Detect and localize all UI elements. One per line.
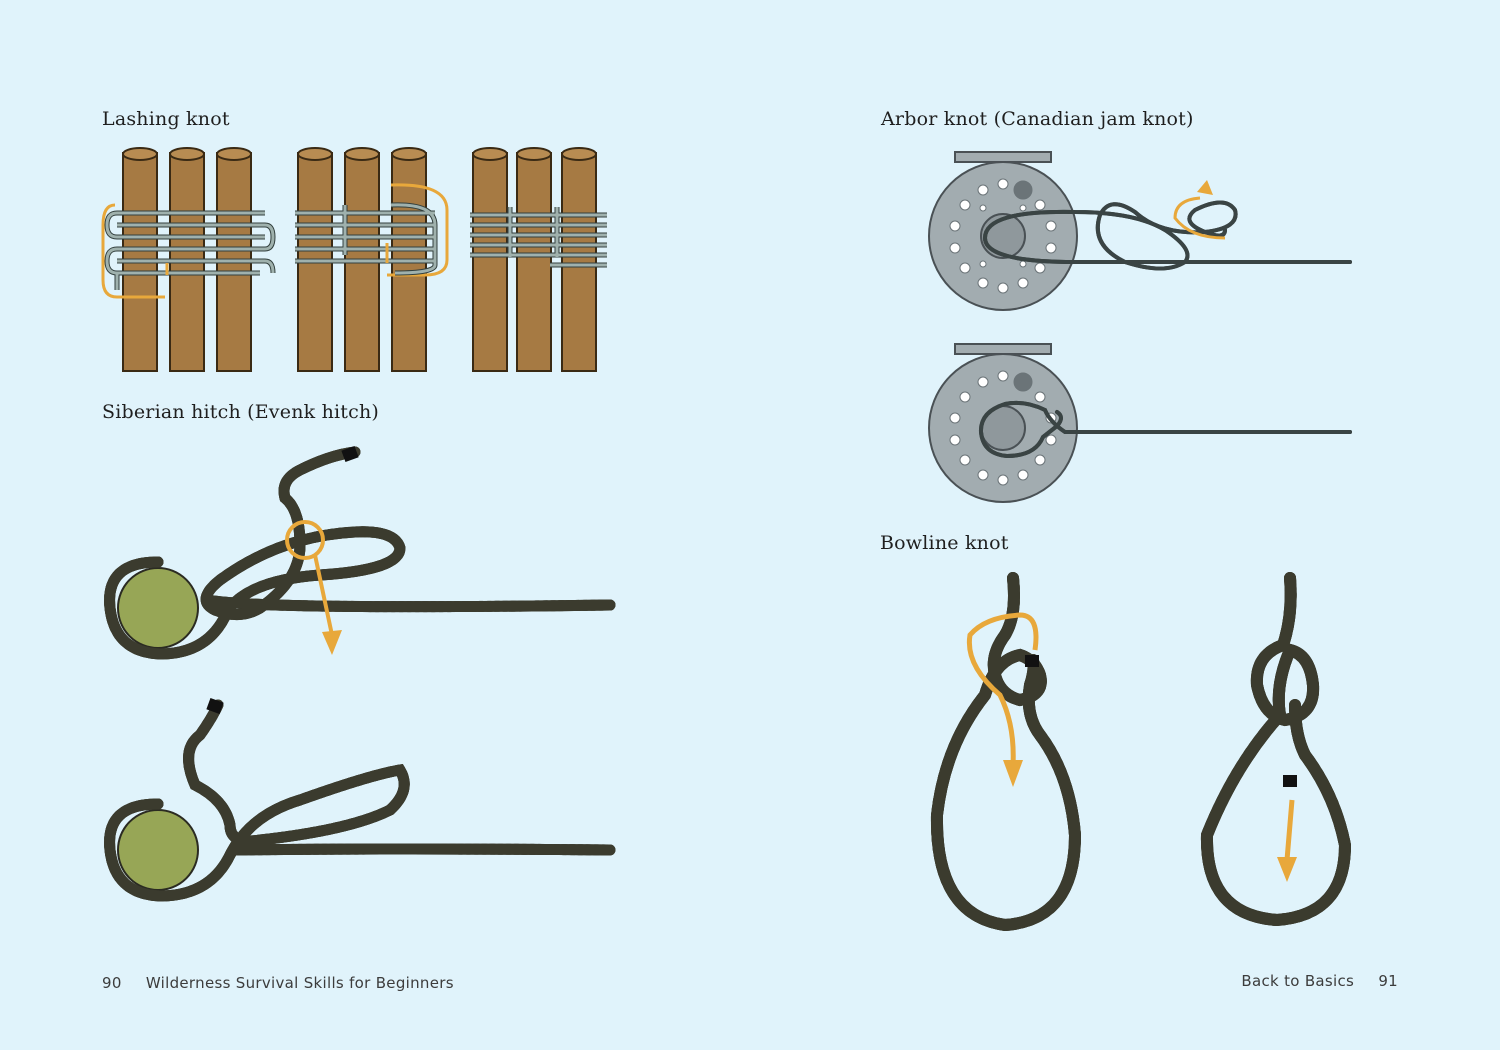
right-running-title: Back to Basics <box>1241 972 1355 990</box>
right-page-footer: Back to Basics 91 <box>1241 972 1398 990</box>
bowline-knot-step-1 <box>925 572 1082 932</box>
arbor-knot-step-2 <box>928 343 1352 503</box>
lashing-step-1 <box>101 147 276 372</box>
left-page-number: 90 <box>102 974 122 992</box>
lashing-step-3 <box>470 147 607 372</box>
siberian-hitch-step-1 <box>100 445 616 660</box>
right-page-number: 91 <box>1378 972 1398 990</box>
siberian-hitch-heading: Siberian hitch (Evenk hitch) <box>102 401 380 423</box>
lashing-knot-illustration <box>101 147 607 372</box>
lashing-step-2 <box>295 147 449 372</box>
left-running-title: Wilderness Survival Skills for Beginners <box>145 974 454 992</box>
bowline-knot-heading: Bowline knot <box>880 532 1009 554</box>
bowline-knot-step-2 <box>1195 572 1352 927</box>
left-page-footer: 90 Wilderness Survival Skills for Beginn… <box>102 974 454 992</box>
arbor-knot-heading: Arbor knot (Canadian jam knot) <box>881 108 1194 130</box>
lashing-knot-heading: Lashing knot <box>102 108 230 130</box>
siberian-hitch-step-2 <box>100 697 616 902</box>
arbor-knot-step-1 <box>928 151 1352 311</box>
